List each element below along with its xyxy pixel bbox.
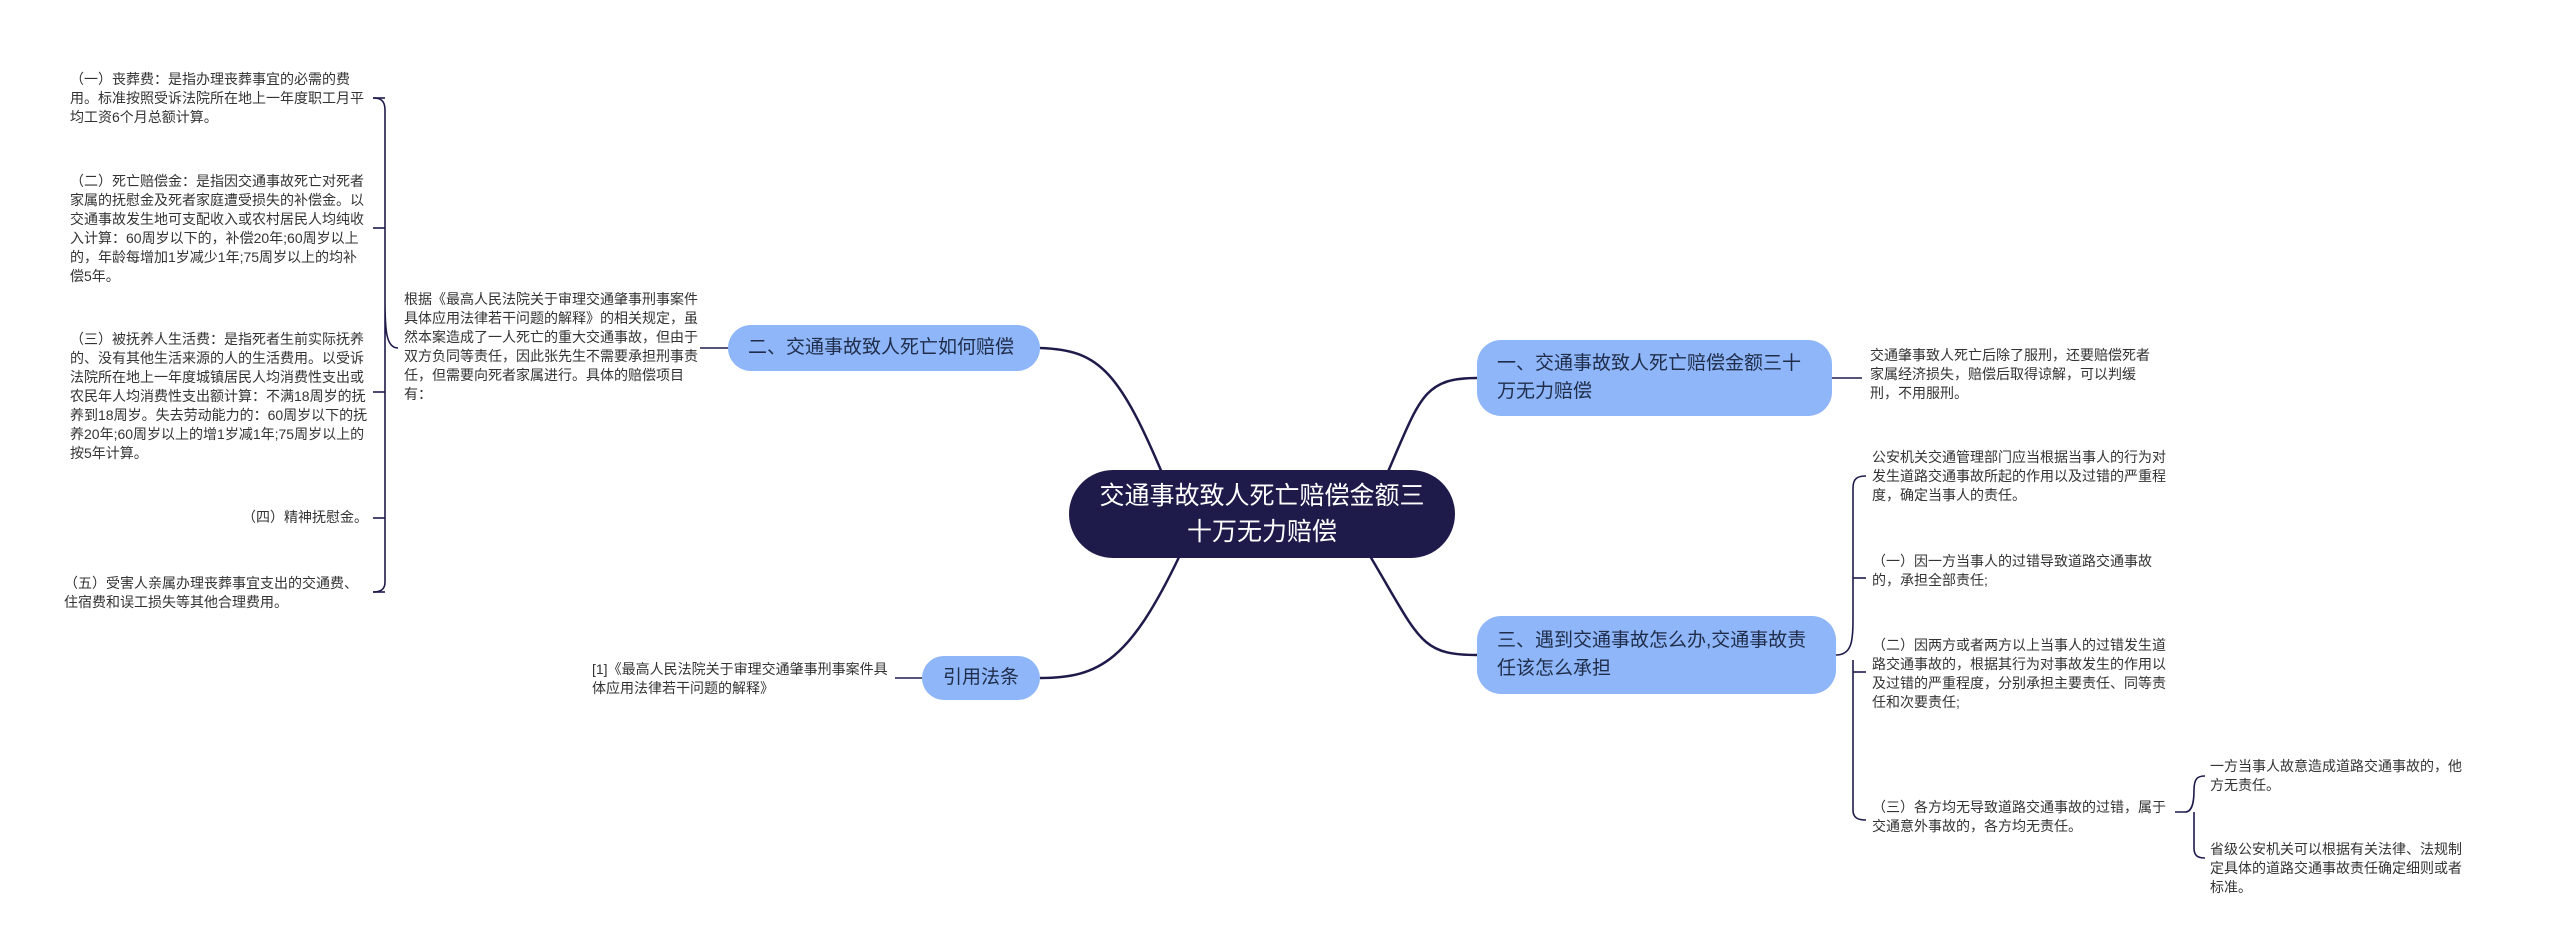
branch-3-item-4: （三）各方均无导致道路交通事故的过错，属于交通意外事故的，各方均无责任。: [1872, 798, 2172, 836]
branch-1-label: 一、交通事故致人死亡赔偿金额三十万无力赔偿: [1497, 353, 1802, 402]
branch-3[interactable]: 三、遇到交通事故怎么办,交通事故责任该怎么承担: [1477, 616, 1836, 694]
branch-1-leaf: 交通肇事致人死亡后除了服刑，还要赔偿死者家属经济损失，赔偿后取得谅解，可以判缓刑…: [1870, 346, 2160, 403]
root-title: 交通事故致人死亡赔偿金额三十万无力赔偿: [1099, 482, 1425, 546]
branch-2-intro-text: 根据《最高人民法院关于审理交通肇事刑事案件具体应用法律若干问题的解释》的相关规定…: [404, 291, 698, 402]
branch-2-label: 二、交通事故致人死亡如何赔偿: [748, 337, 1015, 358]
branch-3-sub-1-text: 一方当事人故意造成道路交通事故的，他方无责任。: [2210, 758, 2462, 793]
branch-3-sub-2: 省级公安机关可以根据有关法律、法规制定具体的道路交通事故责任确定细则或者标准。: [2210, 840, 2470, 897]
branch-2-item-5: （五）受害人亲属办理丧葬事宜支出的交通费、住宿费和误工损失等其他合理费用。: [64, 574, 368, 612]
branch-3-item-4-text: （三）各方均无导致道路交通事故的过错，属于交通意外事故的，各方均无责任。: [1872, 799, 2166, 834]
branch-3-sub-2-text: 省级公安机关可以根据有关法律、法规制定具体的道路交通事故责任确定细则或者标准。: [2210, 841, 2462, 895]
branch-2-item-5-text: （五）受害人亲属办理丧葬事宜支出的交通费、住宿费和误工损失等其他合理费用。: [64, 575, 358, 610]
branch-2-item-3: （三）被抚养人生活费：是指死者生前实际抚养的、没有其他生活来源的人的生活费用。以…: [70, 330, 368, 463]
branch-1[interactable]: 一、交通事故致人死亡赔偿金额三十万无力赔偿: [1477, 340, 1832, 416]
branch-2-item-2: （二）死亡赔偿金：是指因交通事故死亡对死者家属的抚慰金及死者家庭遭受损失的补偿金…: [70, 172, 368, 286]
branch-4-leaf: [1]《最高人民法院关于审理交通肇事刑事案件具体应用法律若干问题的解释》: [592, 660, 892, 698]
branch-1-leaf-text: 交通肇事致人死亡后除了服刑，还要赔偿死者家属经济损失，赔偿后取得谅解，可以判缓刑…: [1870, 347, 2150, 401]
branch-2-item-2-text: （二）死亡赔偿金：是指因交通事故死亡对死者家属的抚慰金及死者家庭遭受损失的补偿金…: [70, 173, 364, 284]
branch-4-leaf-text: [1]《最高人民法院关于审理交通肇事刑事案件具体应用法律若干问题的解释》: [592, 661, 888, 696]
root-topic[interactable]: 交通事故致人死亡赔偿金额三十万无力赔偿: [1069, 470, 1455, 558]
branch-2-item-1-text: （一）丧葬费：是指办理丧葬事宜的必需的费用。标准按照受诉法院所在地上一年度职工月…: [70, 71, 364, 125]
branch-2-item-4: （四）精神抚慰金。: [70, 508, 368, 527]
branch-3-item-3-text: （二）因两方或者两方以上当事人的过错发生道路交通事故的，根据其行为对事故发生的作…: [1872, 637, 2166, 710]
branch-3-item-1-text: 公安机关交通管理部门应当根据当事人的行为对发生道路交通事故所起的作用以及过错的严…: [1872, 449, 2166, 503]
connector-root-b1: [1378, 376, 1478, 491]
branch-4-label: 引用法条: [942, 667, 1019, 688]
connector-b3-items: [1835, 475, 1867, 821]
branch-2-item-3-text: （三）被抚养人生活费：是指死者生前实际抚养的、没有其他生活来源的人的生活费用。以…: [70, 331, 368, 461]
branch-4[interactable]: 引用法条: [922, 656, 1040, 700]
branch-3-item-2: （一）因一方当事人的过错导致道路交通事故的，承担全部责任;: [1872, 552, 2172, 590]
branch-2-item-4-text: （四）精神抚慰金。: [242, 509, 368, 525]
branch-3-item-3: （二）因两方或者两方以上当事人的过错发生道路交通事故的，根据其行为对事故发生的作…: [1872, 636, 2172, 712]
connector-root-b2: [1039, 346, 1172, 493]
branch-3-item-2-text: （一）因一方当事人的过错导致道路交通事故的，承担全部责任;: [1872, 553, 2152, 588]
connector-root-b3: [1368, 555, 1478, 657]
branch-3-sub-1: 一方当事人故意造成道路交通事故的，他方无责任。: [2210, 757, 2470, 795]
branch-2-item-1: （一）丧葬费：是指办理丧葬事宜的必需的费用。标准按照受诉法院所在地上一年度职工月…: [70, 70, 368, 127]
connector-b3-sub: [2175, 775, 2206, 859]
branch-3-item-1: 公安机关交通管理部门应当根据当事人的行为对发生道路交通事故所起的作用以及过错的严…: [1872, 448, 2172, 505]
branch-2[interactable]: 二、交通事故致人死亡如何赔偿: [728, 325, 1040, 371]
connector-root-b4: [1039, 554, 1182, 680]
branch-3-label: 三、遇到交通事故怎么办,交通事故责任该怎么承担: [1497, 630, 1807, 679]
branch-2-intro: 根据《最高人民法院关于审理交通肇事刑事案件具体应用法律若干问题的解释》的相关规定…: [404, 290, 700, 404]
